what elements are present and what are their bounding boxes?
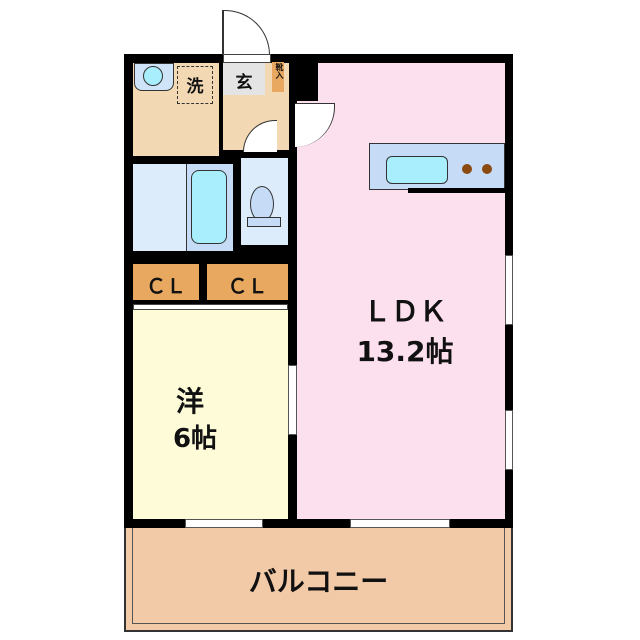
stove-burner-icon — [482, 164, 492, 174]
western-room-size: 6帖 — [172, 424, 218, 454]
ldk-room — [297, 63, 505, 519]
sink-basin — [143, 66, 163, 86]
balcony — [124, 528, 513, 632]
sink-icon — [134, 63, 174, 91]
closet-2 — [207, 264, 288, 300]
balcony-label: バルコニー — [248, 565, 389, 598]
closet-1 — [133, 264, 199, 300]
ldk-size: 13.2帖 — [356, 335, 454, 368]
toilet-icon — [250, 186, 274, 222]
window[interactable] — [288, 365, 297, 435]
window[interactable] — [505, 255, 513, 325]
shoe-closet — [272, 62, 284, 92]
wall-block — [290, 55, 318, 101]
kitchen-sink-icon — [386, 156, 448, 184]
entrance-opening — [223, 54, 271, 63]
balcony-window[interactable] — [350, 519, 450, 528]
entrance-floor — [223, 63, 265, 95]
balcony-window[interactable] — [185, 519, 263, 528]
washroom-label: 洗 — [186, 77, 204, 97]
closet-1-label: ＣＬ — [146, 274, 186, 298]
closet-2-label: ＣＬ — [227, 274, 268, 298]
window[interactable] — [505, 410, 513, 470]
toilet-tank — [247, 217, 281, 227]
shoe-closet-label: 靴入 — [275, 63, 284, 79]
entrance-label: 玄 — [235, 73, 253, 93]
front-door[interactable] — [222, 10, 270, 55]
counter-wall — [408, 188, 505, 193]
bathtub-basin — [191, 170, 227, 244]
western-room — [133, 310, 288, 519]
stove-burner-icon — [462, 164, 472, 174]
balcony-rail — [132, 528, 505, 624]
closet-doors[interactable] — [133, 304, 288, 310]
ldk-name: ＬＤＫ — [362, 295, 447, 328]
washer-space — [177, 66, 213, 104]
western-room-name: 洋 — [175, 385, 204, 418]
